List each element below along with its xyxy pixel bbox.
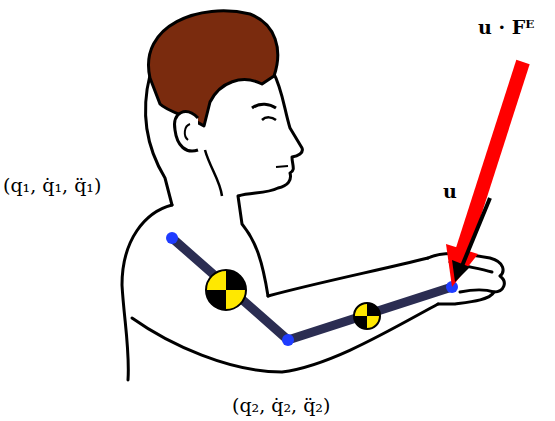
joint-state-label: (q₂, q̇₂, q̈₂): [232, 394, 330, 417]
direction-label: u: [443, 180, 457, 203]
joint-state-label: (q₁, q̇₁, q̈₁): [3, 174, 101, 197]
force-label: u · Fᴱ: [478, 16, 534, 39]
